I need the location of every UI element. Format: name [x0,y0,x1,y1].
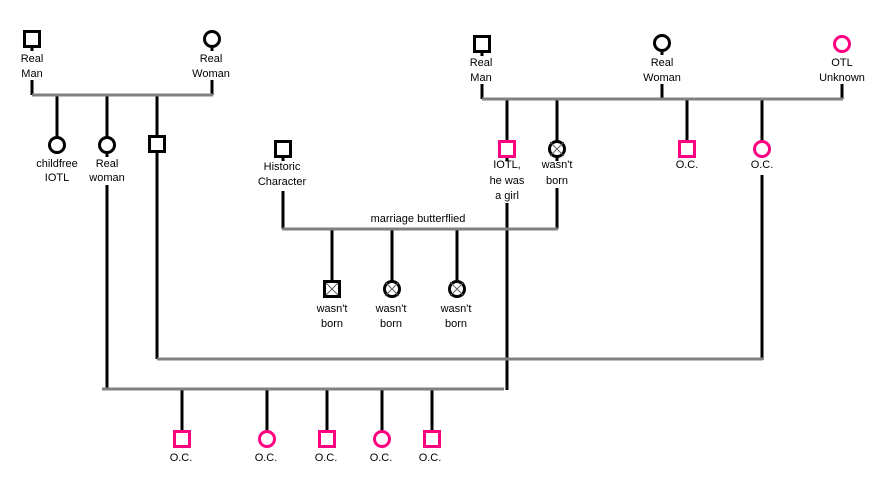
node-label: Historic [264,161,301,173]
not-born-cross-icon [549,141,565,157]
node-label: Real [96,158,119,170]
node-label: wasn't [316,303,348,315]
node-d-child1: O.C. [170,430,193,464]
node-a-mother: Real Woman [192,30,230,80]
union-c-label: marriage butterflied [371,213,466,225]
node-label: woman [88,172,124,184]
node-label: Man [21,68,42,80]
node-label: OTL [831,57,852,69]
female-circle-icon [203,30,221,48]
not-born-cross-icon [449,281,465,297]
node-label: Character [258,176,307,188]
node-c-child2: wasn't born [375,280,407,330]
node-c-child3: wasn't born [440,280,472,330]
node-label: O.C. [751,159,774,171]
node-label: O.C. [419,452,442,464]
male-square-icon [678,140,696,158]
node-b-partner: OTL Unknown [819,35,865,84]
node-d-child4: O.C. [370,430,393,464]
female-circle-icon [653,34,671,52]
node-a-child1: childfree IOTL [36,136,78,184]
node-c-historic: Historic Character [258,140,307,188]
female-circle-icon [98,136,116,154]
node-label: born [445,318,467,330]
male-square-icon [423,430,441,448]
node-b-child1: IOTL, he was a girl [490,140,525,202]
node-d-child5: O.C. [419,430,442,464]
node-label: O.C. [676,159,699,171]
male-square-icon [473,35,491,53]
node-a-child2: Real woman [88,136,125,184]
node-label: born [546,175,568,187]
node-c-child1: wasn't born [316,280,348,330]
node-label: Woman [192,68,230,80]
female-circle-icon [753,140,771,158]
node-label: born [380,318,402,330]
node-label: he was [490,175,525,187]
node-d-child2: O.C. [255,430,278,464]
node-label: born [321,318,343,330]
female-circle-icon [833,35,851,53]
node-a-child3 [148,135,166,153]
male-square-icon [173,430,191,448]
female-circle-icon [373,430,391,448]
male-square-icon [148,135,166,153]
not-born-cross-icon [384,281,400,297]
node-label: Real [21,53,44,65]
node-label: wasn't [541,159,573,171]
union-lines [32,93,843,391]
female-circle-icon [258,430,276,448]
male-square-icon [498,140,516,158]
node-label: Real [651,57,674,69]
node-label: childfree [36,158,78,170]
male-square-icon [274,140,292,158]
node-label: Man [470,72,491,84]
female-circle-icon [48,136,66,154]
node-b-father: Real Man [470,35,493,84]
node-label: a girl [495,190,519,202]
male-square-icon [23,30,41,48]
node-b-child2: wasn't born [541,140,573,187]
node-label: wasn't [440,303,472,315]
node-label: wasn't [375,303,407,315]
node-b-child3: O.C. [676,140,699,171]
node-label: Real [200,53,223,65]
node-b-mother: Real Woman [643,34,681,84]
node-label: Real [470,57,493,69]
node-label: O.C. [255,452,278,464]
node-label: Unknown [819,72,865,84]
node-label: O.C. [170,452,193,464]
node-label: O.C. [315,452,338,464]
male-square-icon [318,430,336,448]
not-born-cross-icon [325,282,339,296]
node-label: O.C. [370,452,393,464]
node-label: IOTL, [493,159,521,171]
node-b-child4: O.C. [751,140,774,171]
node-d-child3: O.C. [315,430,338,464]
node-label: IOTL [45,172,69,184]
node-label: Woman [643,72,681,84]
descent-lines [30,80,844,432]
node-a-father: Real Man [21,30,44,80]
